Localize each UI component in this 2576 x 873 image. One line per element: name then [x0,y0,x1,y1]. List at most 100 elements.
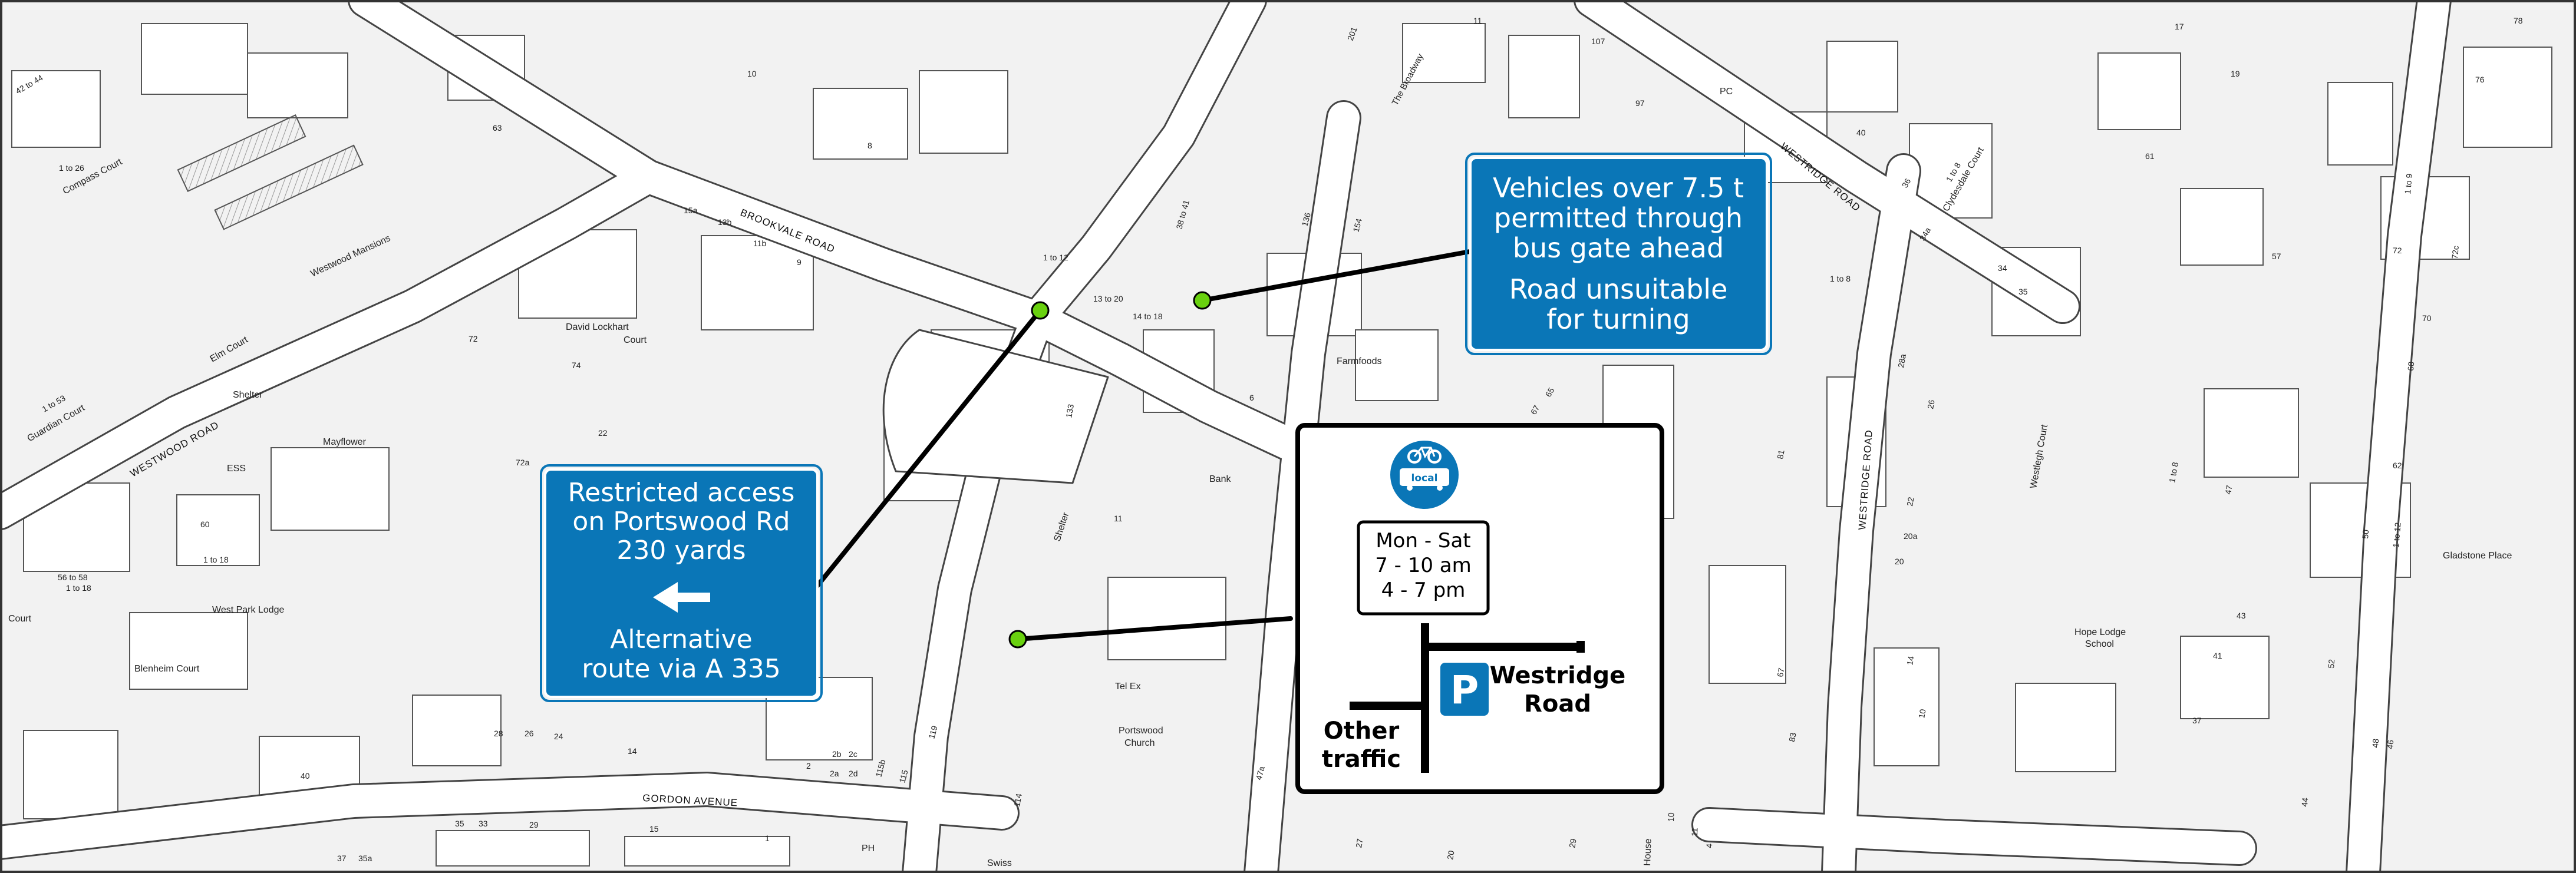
house-number-n99: 29 [1567,838,1578,848]
bus-local-label: local [1411,472,1438,484]
sign-vehicles-over-7-5t: Vehicles over 7.5 t permitted through bu… [1465,153,1772,355]
house-number-n15: 1 to 12 [1043,253,1068,262]
house-number-n34: 26 [525,729,534,738]
place-telex: Tel Ex [1115,682,1141,692]
place-hope-2: School [2085,639,2114,649]
house-number-n58: 1 to 9 [2403,173,2414,195]
house-number-n100: 67 [1529,404,1542,416]
house-number-n32: 1 to 18 [66,583,91,593]
house-number-n19: 15a [684,206,698,215]
house-number-n7: 11 [1473,16,1482,25]
house-number-n22: 9 [797,257,802,267]
times-line2: 7 - 10 am [1375,554,1472,577]
times-line3: 4 - 7 pm [1381,578,1466,602]
house-number-n25: 22 [598,428,608,438]
house-number-n98: 27 [1354,838,1364,848]
hatched-areas [177,114,364,230]
house-number-n85: 35 [455,819,464,828]
house-number-n27: 133 [1064,404,1076,419]
house-number-n46: 11 [1114,514,1123,523]
house-number-n59: 72 [2393,246,2402,255]
house-number-n29: 60 [200,520,210,529]
house-number-n51: 36 [1900,177,1913,190]
sign2-line2: on Portswood Rd [572,507,790,537]
road-network [0,0,2452,873]
house-number-n26: 72a [516,458,530,467]
left-arrow-icon [653,582,710,613]
sign-location-pin-1[interactable] [1193,291,1212,310]
place-hope-1: Hope Lodge [2074,627,2126,637]
house-number-n69: 81 [1775,449,1786,459]
parking-line2: Road [1524,690,1591,717]
house-number-n87: 29 [529,820,539,829]
house-number-n63: 62 [2393,461,2402,470]
house-number-n79: 67 [1775,667,1786,677]
sign2-line3: 230 yards [616,535,746,566]
house-number-n83: 46 [2385,739,2395,749]
place-house: House [1642,838,1654,866]
house-number-n30: 1 to 18 [203,555,229,564]
house-number-n67: 20a [1904,531,1918,541]
place-mayflower: Mayflower [323,437,367,447]
house-number-n62: 68 [2406,361,2416,371]
house-number-n94: 10 [1666,812,1676,822]
house-number-n57: 57 [2272,252,2281,261]
sign-restricted-access: Restricted access on Portswood Rd 230 ya… [540,464,823,702]
house-number-n40: 2b [832,749,842,759]
house-number-n35: 24 [554,732,563,741]
house-number-n80: 83 [1787,732,1797,742]
house-number-n82: 48 [2370,738,2380,748]
junction-diagram [1350,623,1585,773]
place-court: Court [8,614,32,624]
house-number-n91: 35a [358,854,372,863]
house-number-n11: 17 [2175,22,2184,31]
house-number-n37: 40 [301,771,310,781]
place-bank: Bank [1209,474,1231,484]
house-number-n54: 34 [1998,263,2007,273]
house-number-n16: 13 to 20 [1093,294,1123,303]
house-number-n78: 10 [1917,708,1927,719]
sign2-line4: Alternative [610,624,752,654]
house-number-n74: 43 [2237,611,2246,620]
place-portswood-1: Portswood [1119,726,1163,736]
sign-location-pin-2[interactable] [1031,301,1050,320]
house-number-n50: 1 to 8 [1830,274,1851,283]
place-westpark: West Park Lodge [212,605,285,615]
place-shelter-1: Shelter [233,390,263,400]
house-number-n43: 115b [873,758,887,778]
house-number-n66: 22 [1905,496,1915,507]
place-david-2: Court [624,335,647,345]
place-david-1: David Lockhart [566,322,629,332]
house-number-n55: 35 [2018,287,2028,296]
sign1-line5: for turning [1546,303,1690,335]
house-number-n20: 13b [718,217,732,227]
sign1-line2: permitted through [1494,202,1743,234]
house-number-n68: 20 [1895,557,1904,566]
house-number-n5: 8 [868,141,872,150]
house-number-n4: 63 [493,123,502,133]
house-number-n9: 97 [1635,98,1645,108]
place-swiss: Swiss [987,858,1012,868]
house-number-n101: 65 [1543,386,1556,399]
house-number-n39: 2a [830,769,839,778]
house-number-n81: 52 [2326,659,2336,669]
house-number-n65: 26 [1925,399,1936,409]
sign-location-pin-3[interactable] [1008,630,1027,649]
house-number-n41: 2c [849,749,857,759]
house-number-n93: 47a [1254,765,1266,781]
house-number-n70: 1 to 8 [2167,461,2180,483]
house-number-n23: 72 [469,334,478,343]
house-number-n49: 6 [1249,393,1254,402]
house-number-n10: 40 [1856,128,1866,137]
sign2-line1: Restricted access [568,478,795,508]
parking-icon [1440,663,1489,716]
house-number-n71: 47 [2223,484,2234,495]
house-number-n45: 119 [926,725,939,740]
place-pc: PC [1720,87,1733,97]
house-number-n31: 56 to 58 [58,573,88,582]
house-number-n72: 1 to 12 [2391,522,2403,548]
place-ph: PH [862,844,875,854]
house-number-n17: 14 to 18 [1133,312,1163,321]
place-farmfoods: Farmfoods [1337,356,1381,366]
